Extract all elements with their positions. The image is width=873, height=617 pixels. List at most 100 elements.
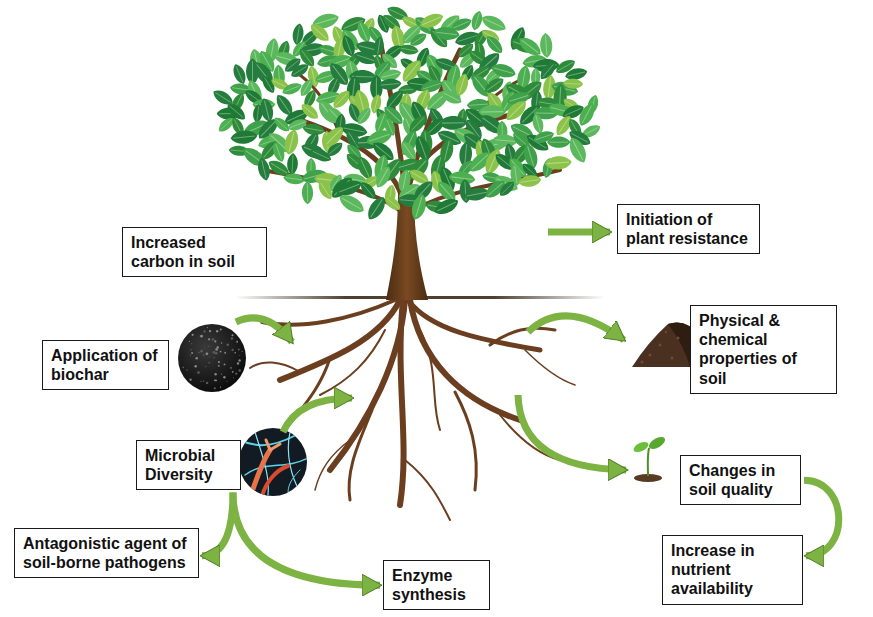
leaf-vein xyxy=(465,144,467,165)
soil-grain xyxy=(659,344,662,347)
leaf-vein xyxy=(495,140,515,142)
biochar-speck xyxy=(221,342,222,343)
microbe-strand xyxy=(288,470,300,500)
leaf xyxy=(547,137,570,148)
branch xyxy=(300,120,405,210)
leaf-vein xyxy=(549,142,568,143)
biochar-speck xyxy=(215,379,217,381)
biochar-speck xyxy=(216,380,217,381)
biochar-ball xyxy=(178,324,246,392)
leaf xyxy=(469,10,484,32)
leaf-vein xyxy=(558,62,573,71)
box-label: Changes in soil quality xyxy=(689,461,792,499)
biochar-speck xyxy=(208,345,209,346)
biochar-speck xyxy=(195,357,197,359)
leaf-vein xyxy=(436,32,457,35)
text-box: Initiation of plant resistance xyxy=(617,204,760,254)
leaf-blade xyxy=(433,26,461,42)
text-box: Increased carbon in soil xyxy=(122,227,267,277)
leaf-vein xyxy=(547,162,569,164)
seedling-stem xyxy=(648,448,649,476)
leaf-blade xyxy=(282,128,301,156)
leaf xyxy=(439,87,464,107)
leaf xyxy=(531,112,546,134)
leaf-vein xyxy=(382,73,399,77)
leaf-vein xyxy=(411,118,423,131)
root xyxy=(280,300,400,380)
leaf-vein xyxy=(521,180,539,183)
biochar-speck xyxy=(212,338,215,341)
biochar-speck xyxy=(214,379,216,381)
leaf-blade xyxy=(490,61,518,80)
biochar-speck xyxy=(200,350,203,353)
leaf xyxy=(497,179,517,199)
leaf-vein xyxy=(548,78,550,98)
leaf xyxy=(354,105,373,126)
biochar-speck xyxy=(216,330,218,332)
leaf xyxy=(282,128,301,156)
box-label: Increase in nutrient availability xyxy=(671,541,794,599)
text-box: Antagonistic agent of soil-borne pathoge… xyxy=(14,528,199,578)
box-label: Physical & chemical properties of soil xyxy=(699,311,828,388)
leaf-blade xyxy=(358,179,379,202)
leaf xyxy=(334,177,363,199)
leaf xyxy=(289,61,311,80)
text-box: Application of biochar xyxy=(42,340,169,390)
biochar-speck xyxy=(215,348,218,351)
biochar-speck xyxy=(214,340,216,342)
leaf-vein xyxy=(359,110,368,122)
leaf-vein xyxy=(233,136,254,138)
leaf-vein xyxy=(487,80,502,90)
biochar-speck xyxy=(206,352,209,355)
leaf-blade xyxy=(298,101,321,122)
biochar-speck xyxy=(214,387,216,389)
leaf xyxy=(272,114,293,134)
text-box: Microbial Diversity xyxy=(136,440,241,490)
leaf xyxy=(287,153,299,176)
leaf-blade xyxy=(287,153,299,176)
leaf-blade xyxy=(307,21,332,45)
soil-grain xyxy=(671,357,674,360)
leaf-vein xyxy=(335,93,347,106)
leaf-vein xyxy=(307,92,314,106)
biochar-speck xyxy=(200,335,203,338)
leaf-blade xyxy=(576,101,598,129)
leaf-vein xyxy=(313,151,329,159)
leaf-vein xyxy=(423,83,441,89)
microbe-strand xyxy=(266,440,280,450)
leaf-vein xyxy=(444,141,449,161)
leaf-vein xyxy=(536,116,540,132)
text-box: Physical & chemical properties of soil xyxy=(690,305,837,394)
biochar-speck xyxy=(226,343,229,346)
biochar-speck xyxy=(223,376,225,378)
biochar-speck xyxy=(208,362,210,364)
biochar-speck xyxy=(190,354,191,355)
leaf-vein xyxy=(343,128,364,132)
leaf-vein xyxy=(351,105,357,120)
leaf xyxy=(439,116,467,130)
leaf-vein xyxy=(494,68,514,74)
leaf-blade xyxy=(352,49,378,67)
leaf-vein xyxy=(458,35,477,41)
leaf-vein xyxy=(543,64,554,77)
leaf-vein xyxy=(502,183,513,194)
root xyxy=(262,300,395,325)
leaf-blade xyxy=(258,97,275,124)
leaf-vein xyxy=(412,172,427,181)
branch xyxy=(407,170,560,215)
biochar-speck xyxy=(208,338,210,340)
leaf xyxy=(432,195,461,218)
biochar-speck xyxy=(224,352,226,354)
root xyxy=(405,460,450,520)
leaf-vein xyxy=(273,81,287,87)
biochar-speck xyxy=(194,365,197,368)
leaf xyxy=(336,191,367,217)
leaf-blade xyxy=(517,174,542,188)
biochar-speck xyxy=(220,387,221,388)
leaf-vein xyxy=(524,165,535,175)
box-label: Application of biochar xyxy=(51,346,160,384)
leaf-vein xyxy=(453,21,469,28)
biochar-speck xyxy=(239,355,240,356)
biochar-speck xyxy=(198,352,200,354)
leaf-vein xyxy=(289,132,294,152)
